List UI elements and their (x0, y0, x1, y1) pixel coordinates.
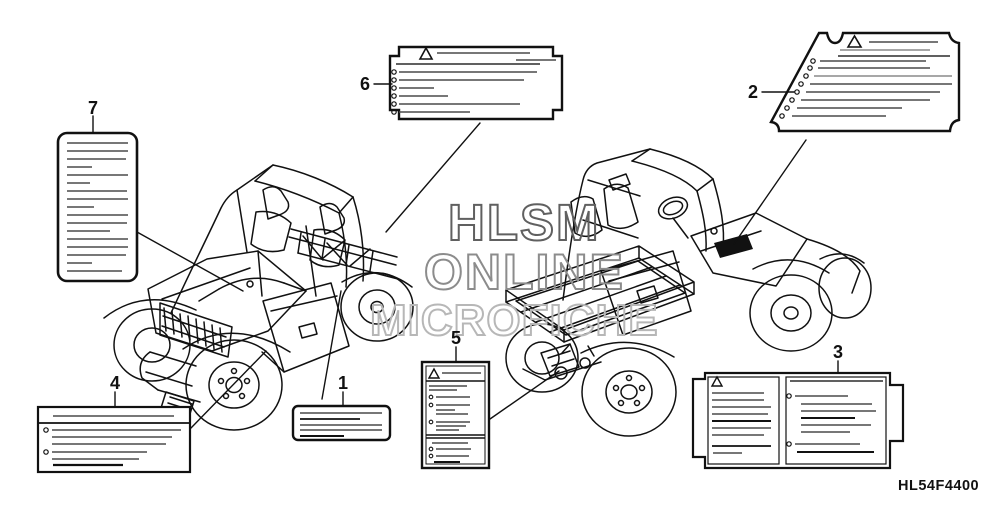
label-text-lines (300, 412, 382, 437)
cargo-bed (505, 245, 695, 343)
far-front-wheel-icon (818, 257, 872, 319)
caution-label-7 (56, 131, 139, 283)
rear-fender (341, 271, 413, 288)
rear-wheel-icon (340, 272, 414, 342)
caution-label-5 (420, 360, 491, 470)
side-door-panel (261, 282, 350, 373)
caution-label-2 (769, 31, 961, 133)
leader-line-7 (92, 115, 244, 292)
near-front-wheel-icon (749, 274, 833, 352)
seats (250, 186, 346, 268)
label-text-lines (396, 52, 556, 113)
callout-number-1: 1 (337, 373, 349, 393)
diagram-code: HL54F4400 (898, 478, 980, 494)
steering-wheel-icon (657, 196, 689, 239)
seats (570, 173, 639, 238)
vehicle-front-quarter-view (103, 164, 414, 431)
warning-triangle-icon (418, 46, 434, 60)
roll-cage (170, 164, 365, 314)
far-rear-wheel-icon (505, 323, 579, 393)
callout-number-4: 4 (109, 373, 121, 393)
warning-triangle-icon (846, 34, 863, 48)
leader-line-1 (321, 290, 344, 407)
rear-cargo-rack (288, 228, 399, 280)
caution-label-6 (388, 45, 564, 121)
caution-label-4 (36, 405, 192, 474)
label-bullets (43, 427, 49, 455)
near-front-wheel-icon (185, 339, 283, 431)
engine-differential (522, 341, 675, 381)
callout-number-3: 3 (832, 342, 844, 362)
label-text-lines (426, 372, 485, 463)
leader-line-6 (373, 83, 481, 233)
far-front-wheel-icon (113, 308, 191, 382)
label-bullets (428, 394, 434, 459)
label-text-lines (67, 142, 128, 272)
caution-label-1 (291, 404, 392, 442)
dash-caution-label-filled (714, 234, 753, 258)
warning-triangle-icon (710, 375, 724, 387)
label-bullets (786, 393, 792, 447)
front-grille (159, 302, 233, 358)
dash-cowl (198, 277, 307, 302)
label-bullets (391, 69, 397, 115)
callout-number-5: 5 (450, 328, 462, 348)
callout-number-2: 2 (747, 82, 759, 102)
label-text-lines (38, 415, 190, 467)
label-text-lines (712, 380, 883, 454)
leader-line-5 (455, 346, 560, 420)
roll-cage (562, 148, 725, 301)
leader-line-4 (114, 350, 267, 429)
front-fender (103, 299, 197, 319)
near-fender (182, 332, 291, 353)
callout-number-6: 6 (359, 74, 371, 94)
warning-triangle-icon (427, 367, 441, 379)
near-rear-wheel-icon (581, 347, 677, 437)
label-text-lines (792, 41, 952, 117)
side-panel (600, 250, 692, 336)
caution-label-3 (691, 371, 905, 470)
leader-line-2 (733, 91, 807, 245)
vehicle-rear-quarter-view (505, 148, 872, 437)
label-bullets (779, 58, 816, 119)
callout-number-7: 7 (87, 98, 99, 118)
dash-front-body (690, 212, 865, 294)
